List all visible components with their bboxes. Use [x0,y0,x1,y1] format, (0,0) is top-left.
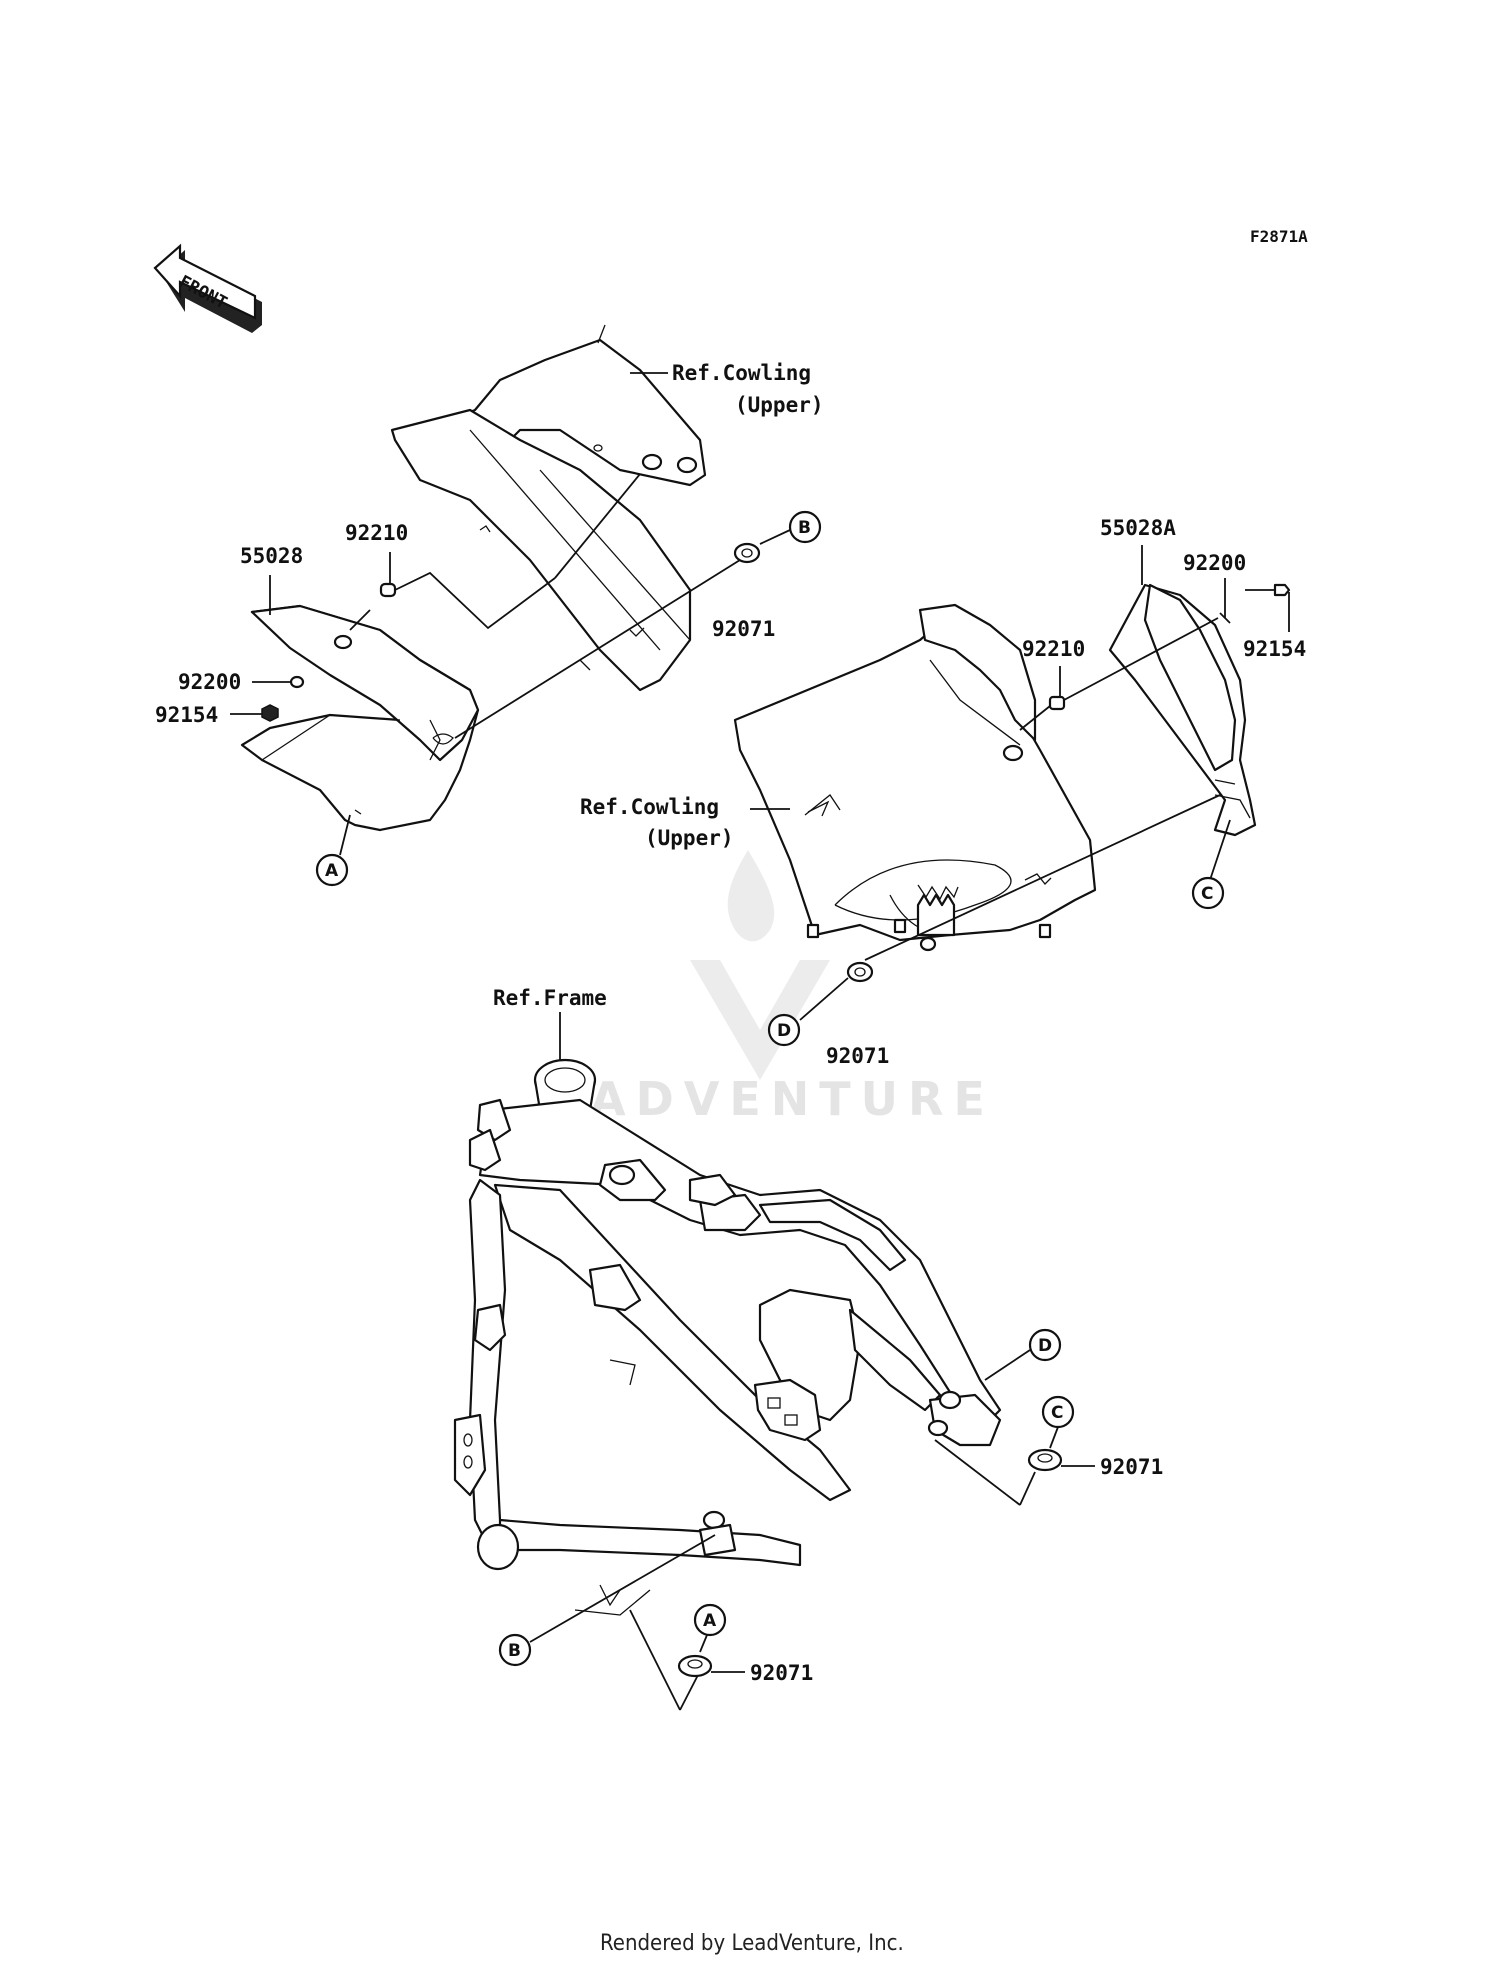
part-55028a: 55028A [1100,516,1176,540]
part-92200-right: 92200 [1183,551,1246,575]
grommet-a [677,1654,713,1678]
footer-credit: Rendered by LeadVenture, Inc. [600,1931,904,1956]
callout-b-upper: B [798,518,811,538]
grommet-d [846,961,874,983]
cowling-upper-left [390,324,707,692]
watermark-v-icon [690,960,830,1080]
part-92210-right: 92210 [1022,637,1085,661]
part-92071-c: 92071 [1100,1455,1163,1479]
grommet-c [1027,1448,1063,1472]
part-92200-left: 92200 [178,670,241,694]
front-arrow-icon: FRONT [153,243,262,333]
ref-cowling-upper-right-line2: (Upper) [645,826,734,850]
callout-b-lower: B [508,1641,521,1661]
grommet-b [733,542,761,564]
frame [453,1058,1002,1616]
ref-frame: Ref.Frame [493,986,607,1010]
side-panel-left [240,604,480,832]
part-92071-b: 92071 [712,617,775,641]
callout-d-upper: D [777,1021,791,1041]
watermark-flame-icon [727,850,775,942]
ref-cowling-upper-left-line1: Ref.Cowling [672,361,811,385]
watermark-text: ADVENTURE [590,1072,995,1126]
callout-c-lower: C [1051,1403,1063,1423]
watermark: ADVENTURE [590,850,995,1126]
cowling-upper-right [733,603,1097,952]
part-92071-a: 92071 [750,1661,813,1685]
part-55028: 55028 [240,544,303,568]
part-92210-left: 92210 [345,521,408,545]
callout-a-lower: A [703,1611,717,1631]
callout-c-upper: C [1201,884,1213,904]
side-panel-right [1108,583,1257,837]
ref-cowling-upper-left-line2: (Upper) [735,393,824,417]
ref-cowling-upper-right-line1: Ref.Cowling [580,795,719,819]
part-92154-left: 92154 [155,703,218,727]
callout-a-upper: A [325,861,339,881]
part-92154-right: 92154 [1243,637,1306,661]
part-92071-d: 92071 [826,1044,889,1068]
diagram-code: F2871A [1250,227,1308,246]
callout-d-lower: D [1038,1336,1052,1356]
